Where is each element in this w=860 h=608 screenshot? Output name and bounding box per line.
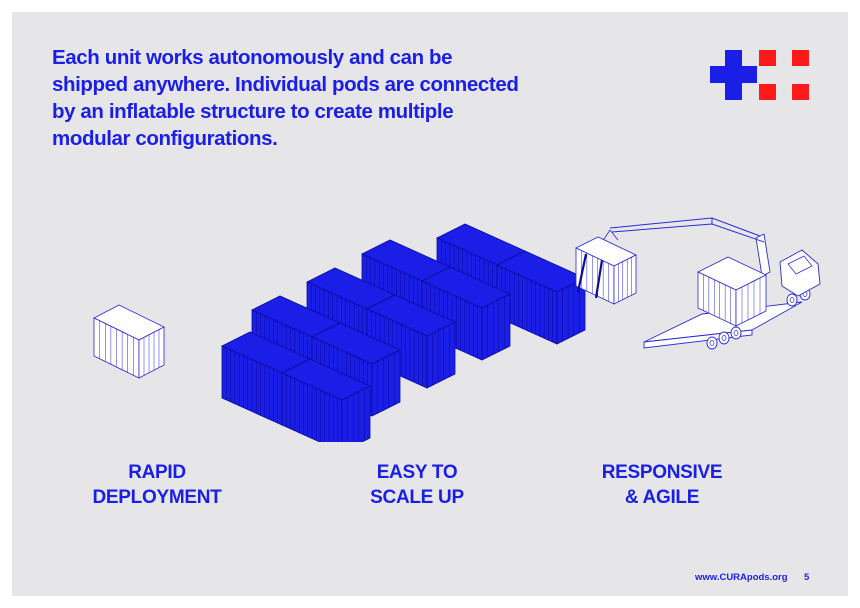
feature-responsive-agile: RESPONSIVE & AGILE [601,462,723,508]
single-pod [93,304,165,379]
cross-and-squares-logo-icon [710,50,809,100]
headline: Each unit works autonomously and can be … [52,46,519,150]
feature-rapid-deployment: RAPID DEPLOYMENT [92,462,222,508]
pod-on-truck [697,256,767,327]
lifted-pod [575,236,637,305]
page-number: 5 [804,572,810,583]
footer-url: www.CURApods.org [695,572,788,583]
blue-pod [281,358,371,442]
blue-pod [366,294,456,389]
blue-pod [421,266,511,361]
modular-pods-illustration [93,217,821,442]
slide: Each unit works autonomously and can be … [12,12,848,596]
feature-easy-to-scale-up: EASY TO SCALE UP [370,462,464,508]
